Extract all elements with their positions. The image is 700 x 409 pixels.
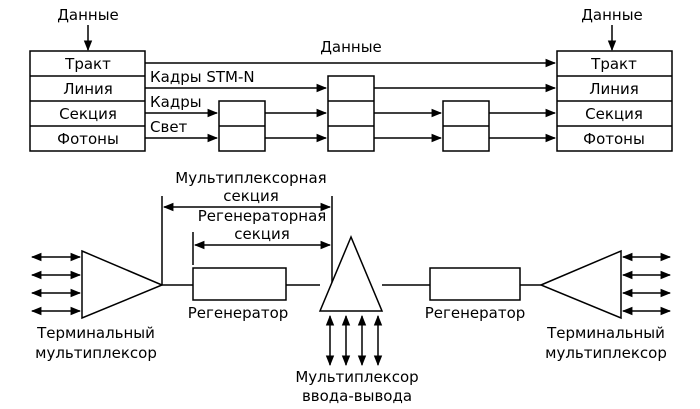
right-regenerator-label: Регенератор — [425, 304, 526, 322]
stm-frames-label: Кадры STM-N — [150, 68, 255, 86]
right-layer-section: Секция — [585, 105, 643, 123]
right-terminal-label-line1: Терминальный — [546, 324, 665, 342]
right-layer-line: Линия — [589, 80, 639, 98]
regenerator-layer-box-1 — [218, 100, 266, 152]
left-regenerator-box — [192, 267, 287, 301]
data-flow-label: Данные — [320, 38, 382, 56]
adm-label-line1: Мультиплексор — [295, 368, 418, 386]
left-data-input-label: Данные — [57, 6, 119, 24]
adm-layer-box — [327, 75, 375, 152]
frames-label: Кадры — [150, 93, 202, 111]
mux-section-label-line1: Мультиплексорная — [175, 169, 326, 187]
network-topology: Мультиплексорная секция Регенераторная с… — [30, 169, 672, 405]
right-terminal-label-line2: мультиплексор — [545, 344, 667, 362]
left-layer-line: Линия — [63, 80, 113, 98]
left-terminal-multiplexer — [30, 249, 164, 320]
left-terminal-label-line2: мультиплексор — [35, 344, 157, 362]
layer-model: Данные Данные Тракт Линия Секция Фотоны … — [29, 6, 673, 152]
right-layer-photons: Фотоны — [583, 130, 645, 148]
mux-section-label-line2: секция — [223, 187, 279, 205]
right-regenerator-box — [429, 267, 521, 301]
left-layer-section: Секция — [59, 105, 117, 123]
add-drop-multiplexer — [318, 235, 384, 367]
left-layer-photons: Фотоны — [57, 130, 119, 148]
right-layer-path: Тракт — [590, 55, 637, 73]
regen-section-label-line1: Регенераторная — [198, 207, 327, 225]
light-label: Свет — [150, 118, 188, 136]
left-layer-stack: Тракт Линия Секция Фотоны — [29, 50, 146, 152]
regen-section-label-line2: секция — [234, 225, 290, 243]
left-regenerator-label: Регенератор — [188, 304, 289, 322]
right-data-input-label: Данные — [581, 6, 643, 24]
left-terminal-label-line1: Терминальный — [36, 324, 155, 342]
right-layer-stack: Тракт Линия Секция Фотоны — [556, 50, 673, 152]
right-terminal-multiplexer — [539, 249, 672, 320]
adm-label-line2: ввода-вывода — [302, 387, 412, 405]
regenerator-layer-box-2 — [442, 100, 490, 152]
left-layer-path: Тракт — [64, 55, 111, 73]
